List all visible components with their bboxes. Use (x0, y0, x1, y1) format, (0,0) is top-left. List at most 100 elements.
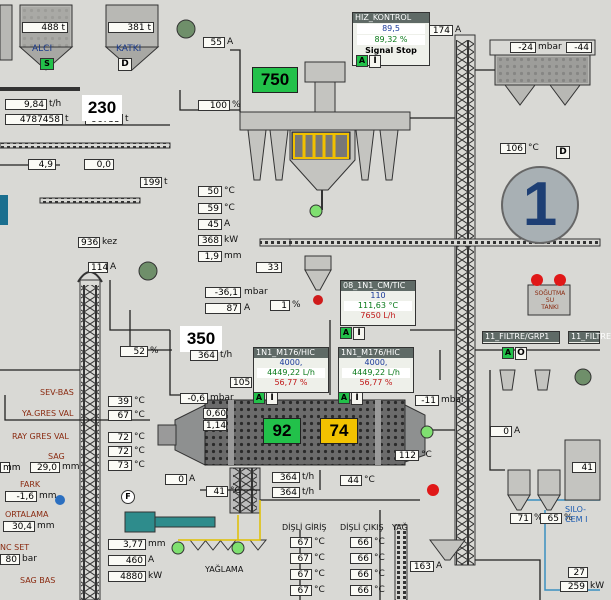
hic1-title: 1N1_M176/HIC (254, 348, 328, 358)
rb-level-71: 71 (510, 513, 532, 524)
sag-mm-left: mm (0, 462, 21, 473)
cooling-water-tank (527, 274, 571, 316)
hic2-mode-a[interactable]: A (338, 392, 350, 404)
gear-out-temp-3-unit: °C (374, 569, 385, 579)
katki-mode[interactable]: D (118, 58, 132, 71)
label-disli-giris: DİŞLİ GİRİŞ (282, 523, 327, 532)
hiz-kontrol-pv-unit: % (399, 35, 408, 44)
separator-speed-unit: % (232, 100, 241, 110)
cm-tic-mode-i[interactable]: I (353, 327, 365, 340)
hic2-pv-unit: L/h (387, 368, 400, 377)
hic1-mode-i[interactable]: I (266, 392, 278, 405)
drive-temp-unit: °C (230, 486, 241, 496)
motor-vib: 3,77 (108, 539, 146, 550)
hic1-sp: 4000, (279, 358, 303, 367)
cm-tic-mode-a[interactable]: A (340, 327, 352, 339)
alci-level: 488 t (22, 22, 68, 33)
separator-power-unit: kW (224, 235, 239, 245)
separator-power: 368 (198, 235, 222, 246)
filtre-2-title: 11_FILTRE (569, 332, 611, 342)
ratio-2: 1,14 (203, 420, 227, 431)
kez-counter: 936 (78, 237, 100, 248)
motor-current-unit: A (148, 555, 155, 565)
rb-current-0-unit: A (514, 426, 521, 436)
value-105: 105 (230, 377, 252, 388)
katki-label: KATKI (116, 44, 142, 54)
valve-52-unit: % (150, 346, 159, 356)
hic-panel-1[interactable]: 1N1_M176/HIC 4000, 4449,22 L/h 56,77 % (253, 347, 329, 393)
cm-tic-out-unit: L/h (383, 311, 396, 320)
rb-level-71-unit: % (534, 513, 543, 523)
temp-72-a: 72 (108, 432, 132, 443)
label-sev-bas: SEV-BAS (40, 388, 74, 397)
rb-current-163-unit: A (436, 561, 443, 571)
gear-in-temp-4: 67 (290, 585, 312, 596)
damper-1: 1 (270, 300, 290, 311)
setpoint-230[interactable]: 230 (82, 95, 122, 121)
hic-panel-2[interactable]: 1N1_M176/HIC 4000, 4449,22 L/h 56,77 % (338, 347, 414, 393)
rb-level-65-unit: % (564, 513, 573, 523)
hiz-mode-a[interactable]: A (356, 55, 368, 67)
temp-39: 39 (108, 396, 132, 407)
temp-72-b-unit: °C (134, 446, 145, 456)
rb-level-41: 41 (572, 462, 596, 473)
outlet-pressure-unit: mbar (441, 395, 465, 405)
gear-in-temp-1-unit: °C (314, 537, 325, 547)
filter-temp: 106 (500, 143, 526, 154)
feed-total-1-unit: t (65, 114, 69, 124)
ortalama-value: 30,4 (3, 521, 35, 532)
cm-tic-pv: 111,63 (357, 301, 386, 310)
outlet-flow-1-unit: t/h (302, 472, 315, 482)
alci-label: ALCI (32, 44, 53, 54)
hiz-kontrol-status: Signal Stop (365, 46, 417, 55)
filtre-mode-o[interactable]: O (515, 347, 527, 360)
outlet-pressure: -11 (415, 395, 439, 406)
filter-mode[interactable]: D (556, 146, 570, 159)
mill-fill-74[interactable]: 74 (320, 418, 358, 444)
ortalama-unit: mm (37, 521, 55, 531)
rb-current-0: 0 (490, 426, 512, 437)
label-disli-cikis: DİŞLİ ÇIKIŞ (340, 523, 384, 532)
hic1-out: 56,77 (274, 378, 298, 387)
filter-temp-unit: °C (528, 143, 539, 153)
hiz-kontrol-pv: 89,32 (374, 35, 398, 44)
hic2-mode-i[interactable]: I (351, 392, 363, 405)
fan-icon[interactable]: F (121, 490, 135, 504)
outlet-flow-2-unit: t/h (302, 487, 315, 497)
hic2-title: 1N1_M176/HIC (339, 348, 413, 358)
filtre-grp1-title: 11_FILTRE/GRP1 (483, 332, 559, 342)
valve-52: 52 (120, 346, 148, 357)
label-sag-bas: SAG BAS (20, 576, 56, 585)
setpoint-350[interactable]: 350 (180, 326, 222, 352)
elevator-current: 114 (88, 262, 108, 273)
motor-current-55: 55 (203, 37, 225, 48)
hic1-pv: 4449,22 (267, 368, 301, 377)
alci-mode[interactable]: S (40, 58, 54, 70)
hic2-out: 56,77 (359, 378, 383, 387)
hiz-kontrol-sp: 89,5 (357, 24, 425, 34)
filtre-grp1-panel[interactable]: 11_FILTRE/GRP1 (482, 331, 560, 344)
cm-tic-out: 7650 (360, 311, 381, 320)
setpoint-750[interactable]: 750 (252, 67, 298, 93)
hic1-mode-a[interactable]: A (253, 392, 265, 404)
silo-katki (104, 4, 160, 71)
motor-power: 4880 (108, 571, 146, 582)
gear-in-temp-2-unit: °C (314, 553, 325, 563)
elevator-current-174-unit: A (455, 25, 462, 35)
outlet-flow-2: 364 (272, 487, 300, 498)
temp-67: 67 (108, 410, 132, 421)
cm-tic-panel[interactable]: 08_1N1_CM/TIC 110 111,63 °C 7650 L/h (340, 280, 416, 326)
hiz-mode-i[interactable]: I (369, 55, 381, 68)
pressure-24: -24 (510, 42, 536, 53)
cement-silos (429, 369, 601, 561)
filtre-panel-2[interactable]: 11_FILTRE (568, 331, 611, 344)
motor-current: 460 (108, 555, 146, 566)
feed-364-unit: t/h (220, 350, 233, 360)
gear-out-temp-1-unit: °C (374, 537, 385, 547)
mill-fill-92[interactable]: 92 (263, 418, 301, 444)
sag-unit: mm (62, 462, 80, 472)
gear-out-temp-2: 66 (350, 553, 372, 564)
filtre-mode-a[interactable]: A (502, 347, 514, 359)
